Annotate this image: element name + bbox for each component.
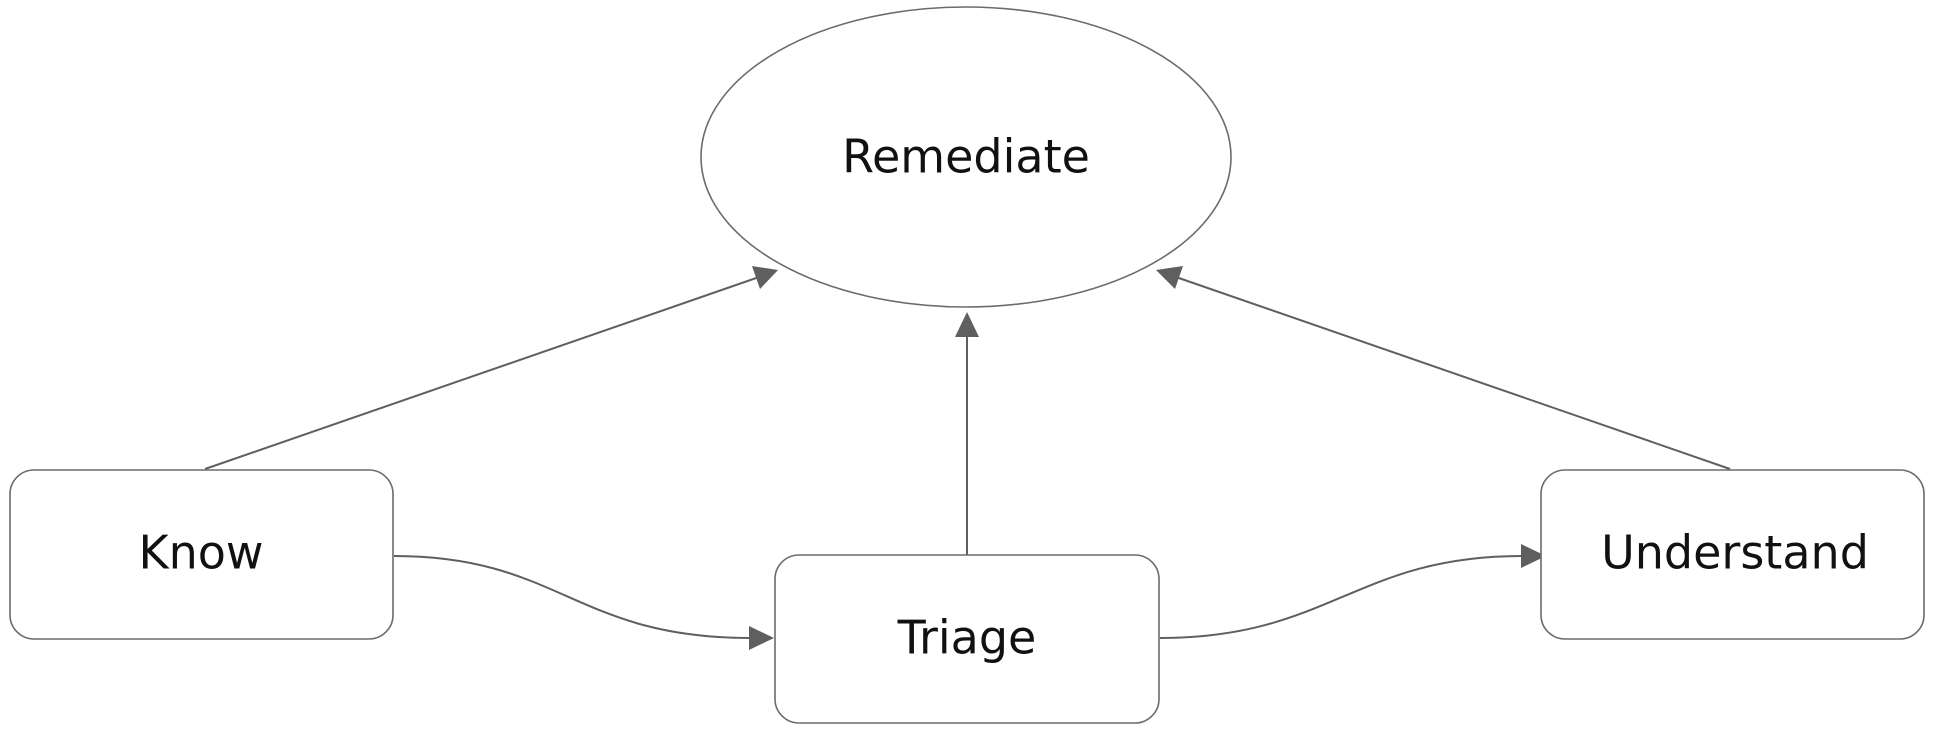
triage-box — [774, 554, 1160, 724]
node-remediate: Remediate — [700, 6, 1232, 308]
arrowhead-know-to-remediate — [752, 266, 778, 289]
know-label: Know — [138, 526, 263, 580]
edge-know-to-remediate — [204, 275, 763, 470]
edges — [204, 266, 1731, 650]
arrowhead-understand-to-remediate — [1156, 266, 1183, 289]
remediate-ellipse — [700, 6, 1232, 308]
edge-understand-to-remediate — [1172, 275, 1731, 470]
remediate-label: Remediate — [842, 130, 1090, 184]
edge-know-to-triage — [393, 555, 751, 639]
understand-box — [1540, 469, 1925, 640]
triage-label: Triage — [897, 611, 1037, 665]
edge-triage-to-understand — [1159, 555, 1523, 639]
node-understand: Understand — [1540, 469, 1925, 640]
node-know: Know — [9, 469, 394, 640]
node-triage: Triage — [774, 554, 1160, 724]
arrowhead-triage-to-remediate — [955, 312, 979, 337]
understand-label: Understand — [1601, 526, 1869, 580]
arrowhead-triage-to-understand — [1521, 544, 1546, 568]
know-box — [9, 469, 394, 640]
arrowhead-know-to-triage — [749, 626, 774, 650]
